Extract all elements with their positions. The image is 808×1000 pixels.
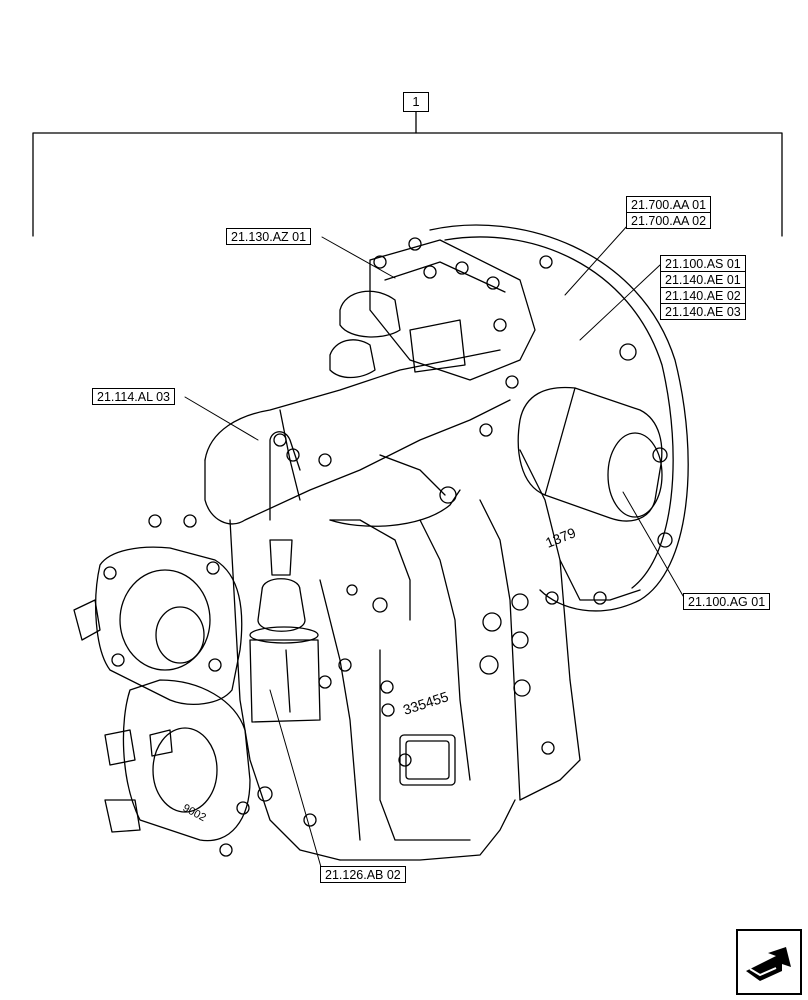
callout-21140ae01[interactable]: 21.140.AE 01 <box>660 271 746 288</box>
callout-stack-21100: 21.100.AS 01 21.140.AE 01 21.140.AE 02 2… <box>660 255 746 320</box>
callout-21700aa02[interactable]: 21.700.AA 02 <box>626 212 712 229</box>
item-number-box: 1 <box>403 92 429 112</box>
pto-sensor <box>249 539 321 723</box>
callout-21700aa01[interactable]: 21.700.AA 01 <box>626 196 712 213</box>
valve-block <box>329 237 536 389</box>
casting-mark-1379: 1379 <box>543 524 578 551</box>
callout-21100as01[interactable]: 21.100.AS 01 <box>660 255 746 272</box>
callout-21140ae02[interactable]: 21.140.AE 02 <box>660 287 746 304</box>
bell-housing <box>429 224 689 612</box>
callout-21126ab02[interactable]: 21.126.AB 02 <box>320 866 406 883</box>
callout-21100ag01[interactable]: 21.100.AG 01 <box>683 593 771 610</box>
assembly-bracket <box>32 111 783 237</box>
casting-mark-335455: 335455 <box>401 688 451 718</box>
next-page-arrow-icon <box>746 947 791 981</box>
callout-stack-21700: 21.700.AA 01 21.700.AA 02 <box>626 196 712 229</box>
callout-21130az01[interactable]: 21.130.AZ 01 <box>226 228 312 245</box>
next-page-button[interactable] <box>736 929 802 995</box>
oil-pipe <box>269 431 461 527</box>
gearbox-housing <box>204 349 641 861</box>
bolts <box>148 423 559 857</box>
output-flange <box>73 546 243 705</box>
leader-lines <box>184 224 687 875</box>
yoke <box>104 679 251 842</box>
casting-mark-9002: 9002 <box>181 802 208 824</box>
callout-21114al03[interactable]: 21.114.AL 03 <box>92 388 175 405</box>
callout-21140ae03[interactable]: 21.140.AE 03 <box>660 303 746 320</box>
oil-filter <box>517 386 663 522</box>
